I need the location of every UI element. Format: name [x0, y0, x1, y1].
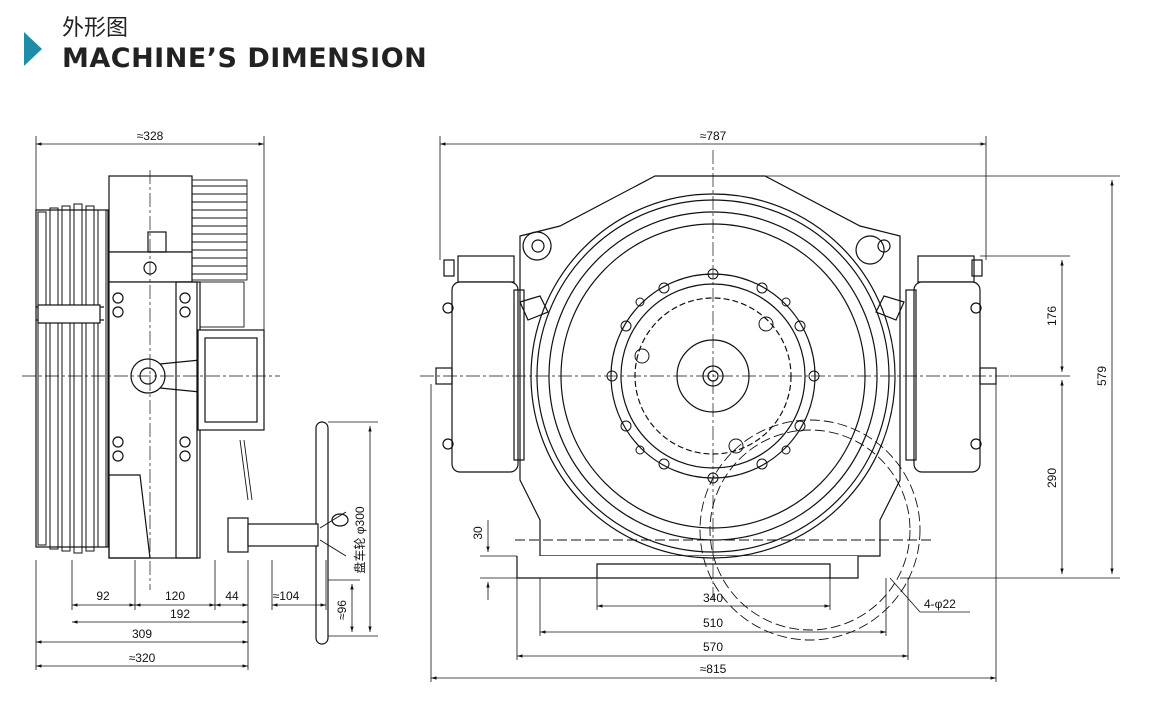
dim-label: 176: [1045, 306, 1059, 326]
dim-label: ≈104: [273, 589, 300, 603]
hand-wheel: [227, 421, 349, 645]
dim-label: 30: [471, 526, 485, 540]
bolt-circle: [606, 268, 820, 484]
dim-label: ≈787: [700, 129, 727, 143]
dim-label: ≈320: [129, 651, 156, 665]
title-chinese: 外形图: [62, 16, 129, 41]
triangle-marker-icon: [24, 32, 42, 66]
traction-sheave: [35, 203, 109, 554]
dim-label: 120: [165, 589, 185, 603]
dim-label: 92: [96, 589, 110, 603]
cooling-fins: [191, 179, 253, 501]
dim-label: 579: [1095, 366, 1109, 386]
dim-label: 309: [132, 627, 152, 641]
dim-label: 4-φ22: [924, 597, 956, 611]
side-view: [22, 136, 378, 670]
side-view-dimensions: [35, 136, 378, 670]
dim-label: 570: [703, 640, 723, 654]
dim-label: 340: [703, 591, 723, 605]
page-header: 外形图 MACHINE’S DIMENSION: [0, 0, 1163, 100]
dim-label: 192: [170, 607, 190, 621]
dim-label: 盘车轮 φ300: [352, 506, 367, 573]
dim-label: ≈96: [335, 600, 349, 620]
front-view: [420, 136, 1120, 682]
dim-label: ≈815: [700, 662, 727, 676]
dim-label: 44: [225, 589, 239, 603]
dim-label: ≈328: [137, 129, 164, 143]
brake-left: [435, 255, 549, 473]
front-view-dimensions: [430, 136, 1120, 682]
motor-body: [108, 175, 265, 559]
title-english: MACHINE’S DIMENSION: [62, 43, 428, 74]
brake-right: [875, 255, 997, 473]
dim-label: 510: [703, 616, 723, 630]
dim-label: 290: [1045, 468, 1059, 488]
